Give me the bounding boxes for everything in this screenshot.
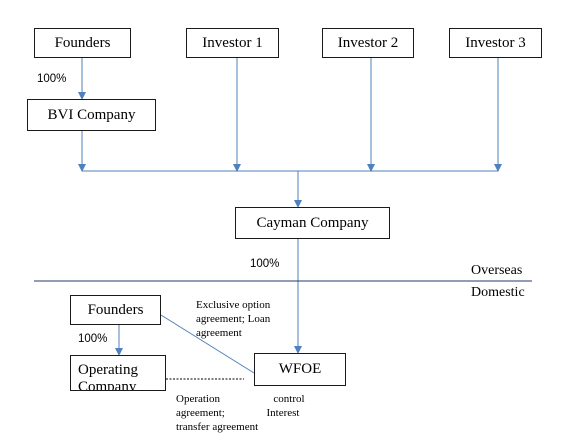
founders-top-box: Founders <box>34 28 131 58</box>
exclusive-note-line-2: agreement; Loan <box>196 313 271 325</box>
pct-founders-bvi: 100% <box>37 73 67 85</box>
operating-company-label: Operating Company <box>78 362 138 391</box>
control-note-line-1: control <box>273 393 305 405</box>
control-interest-note: control Interest <box>258 392 308 420</box>
wfoe-box: WFOE <box>254 353 346 386</box>
exclusive-option-note: Exclusive option agreement; Loan agreeme… <box>196 298 270 340</box>
domestic-label: Domestic <box>471 285 525 300</box>
line-founders-to-wfoe <box>160 314 255 374</box>
exclusive-note-line-1: Exclusive option <box>196 299 271 311</box>
pct-cayman-wfoe: 100% <box>250 258 280 270</box>
operation-note-line-2: agreement; <box>176 407 225 419</box>
control-note-line-2: Interest <box>266 407 300 419</box>
operation-agreement-note: Operation agreement; transfer agreement <box>176 392 258 434</box>
exclusive-note-line-3: agreement <box>196 327 242 339</box>
operation-note-line-3: transfer agreement <box>176 421 259 433</box>
investor2-box: Investor 2 <box>322 28 414 58</box>
overseas-label: Overseas <box>471 263 523 278</box>
operation-note-line-1: Operation <box>176 393 220 405</box>
founders-bottom-box: Founders <box>70 295 161 325</box>
pct-founders-operating: 100% <box>78 333 108 345</box>
operating-company-box: Operating Company <box>70 355 166 391</box>
bvi-company-box: BVI Company <box>27 99 156 131</box>
cayman-company-box: Cayman Company <box>235 207 390 239</box>
investor3-box: Investor 3 <box>449 28 542 58</box>
investor1-box: Investor 1 <box>186 28 279 58</box>
